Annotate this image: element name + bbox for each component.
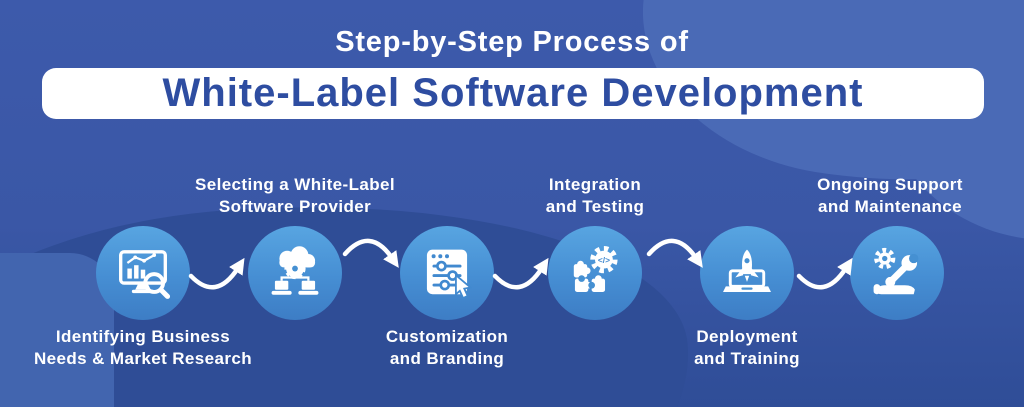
step-6-label: Ongoing Support and Maintenance — [760, 174, 1020, 218]
cloud-gear-laptops-icon — [271, 246, 319, 295]
code-gear-icon: </> — [590, 245, 618, 274]
step-6-label-line1: Ongoing Support — [817, 175, 963, 194]
rocket-icon — [735, 249, 759, 282]
laptop-rocket-icon — [723, 249, 771, 292]
arrow-step1-to-step2 — [188, 257, 245, 290]
puzzle-pieces-icon — [573, 260, 606, 292]
step-1-label: Identifying Business Needs & Market Rese… — [13, 326, 273, 370]
hand-icon — [873, 284, 915, 295]
step-3-label-line1: Customization — [385, 327, 509, 346]
step-3-label-line2: and Branding — [389, 349, 505, 368]
step-4-circle: </> — [548, 226, 642, 320]
hand-wrench-gear-icon — [873, 247, 919, 295]
step-4-label: Integration and Testing — [465, 174, 725, 218]
arrow-step3-to-step4 — [492, 257, 549, 290]
banner-title: White-Label Software Development — [162, 71, 864, 115]
step-2-label-line2: Software Provider — [218, 197, 372, 216]
cursor-icon — [455, 273, 473, 300]
title-banner: White-Label Software Development — [42, 68, 984, 119]
step-5-circle — [700, 226, 794, 320]
wrench-icon — [885, 253, 919, 287]
gear-icon — [874, 247, 896, 270]
step-1-circle — [96, 226, 190, 320]
bottom-left-light-blob-shape — [0, 253, 114, 407]
step-2-label-line1: Selecting a White-Label — [194, 175, 395, 194]
monitor-analytics-magnifier-icon — [119, 250, 171, 299]
code-glyph: </> — [598, 255, 610, 265]
gear-icon — [284, 257, 306, 280]
step-6-circle — [850, 226, 944, 320]
step-3-circle — [400, 226, 494, 320]
arrow-step4-to-step5 — [646, 238, 703, 268]
step-4-label-line2: and Testing — [545, 197, 645, 216]
arrow-step5-to-step6 — [796, 257, 853, 290]
step-1-label-line1: Identifying Business — [55, 327, 231, 346]
step-5-label: Deployment and Training — [617, 326, 877, 370]
step-1-label-line2: Needs & Market Research — [33, 349, 253, 368]
step-2-label: Selecting a White-Label Software Provide… — [165, 174, 425, 218]
step-3-label: Customization and Branding — [317, 326, 577, 370]
settings-sliders-cursor-icon — [426, 249, 473, 300]
step-6-label-line2: and Maintenance — [818, 197, 962, 216]
step-2-circle — [248, 226, 342, 320]
step-4-label-line1: Integration — [548, 175, 642, 194]
puzzle-gear-code-icon: </> — [573, 245, 618, 292]
page-title: Step-by-Step Process of — [335, 26, 689, 58]
arrow-step2-to-step3 — [342, 238, 399, 268]
step-5-label-line1: Deployment — [696, 327, 798, 346]
step-5-label-line2: and Training — [694, 349, 800, 368]
